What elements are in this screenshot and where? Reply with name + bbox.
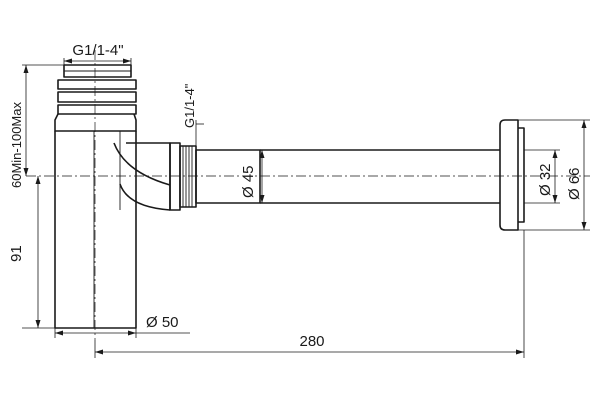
outlet-nut <box>179 145 197 208</box>
label-thread-top: G1/1-4" <box>72 42 123 59</box>
label-height-range: 60Min-100Max <box>9 102 24 188</box>
elbow-upper-curve <box>113 142 171 186</box>
label-length-280: 280 <box>299 333 324 350</box>
dim-diameter-50: Ø 50 <box>54 314 190 338</box>
pipe-sleeve <box>195 149 261 204</box>
dim-outlet-thread: G1/1-4" <box>182 83 204 146</box>
wall-rosette <box>499 119 525 231</box>
label-diameter-50: Ø 50 <box>146 314 179 331</box>
elbow-lower-curve <box>119 183 171 211</box>
wall-pipe <box>195 149 500 204</box>
coupling-ring-upper <box>57 79 137 90</box>
label-diameter-45: Ø 45 <box>240 165 257 198</box>
coupling-ring-lower <box>57 104 137 115</box>
label-height-91: 91 <box>8 245 25 262</box>
label-diameter-32: Ø 32 <box>537 163 554 196</box>
coupling-ring-middle <box>57 91 137 103</box>
outlet-collar <box>169 142 181 211</box>
dim-diameter-32: Ø 32 <box>524 149 560 204</box>
dim-diameter-66: Ø 66 <box>518 119 590 231</box>
label-diameter-66: Ø 66 <box>566 167 583 200</box>
bottle-cylinder <box>54 131 137 329</box>
nut-serrations <box>182 146 193 207</box>
bottle-collar <box>54 113 137 132</box>
label-thread-outlet: G1/1-4" <box>182 83 197 128</box>
dim-height-range: 60Min-100Max <box>9 64 64 188</box>
dim-height-91: 91 <box>8 176 55 329</box>
dim-diameter-45: Ø 45 <box>240 150 265 203</box>
siphon-body <box>54 64 197 329</box>
dim-top-thread: G1/1-4" <box>63 42 132 65</box>
dim-length-280: 280 <box>94 230 525 358</box>
